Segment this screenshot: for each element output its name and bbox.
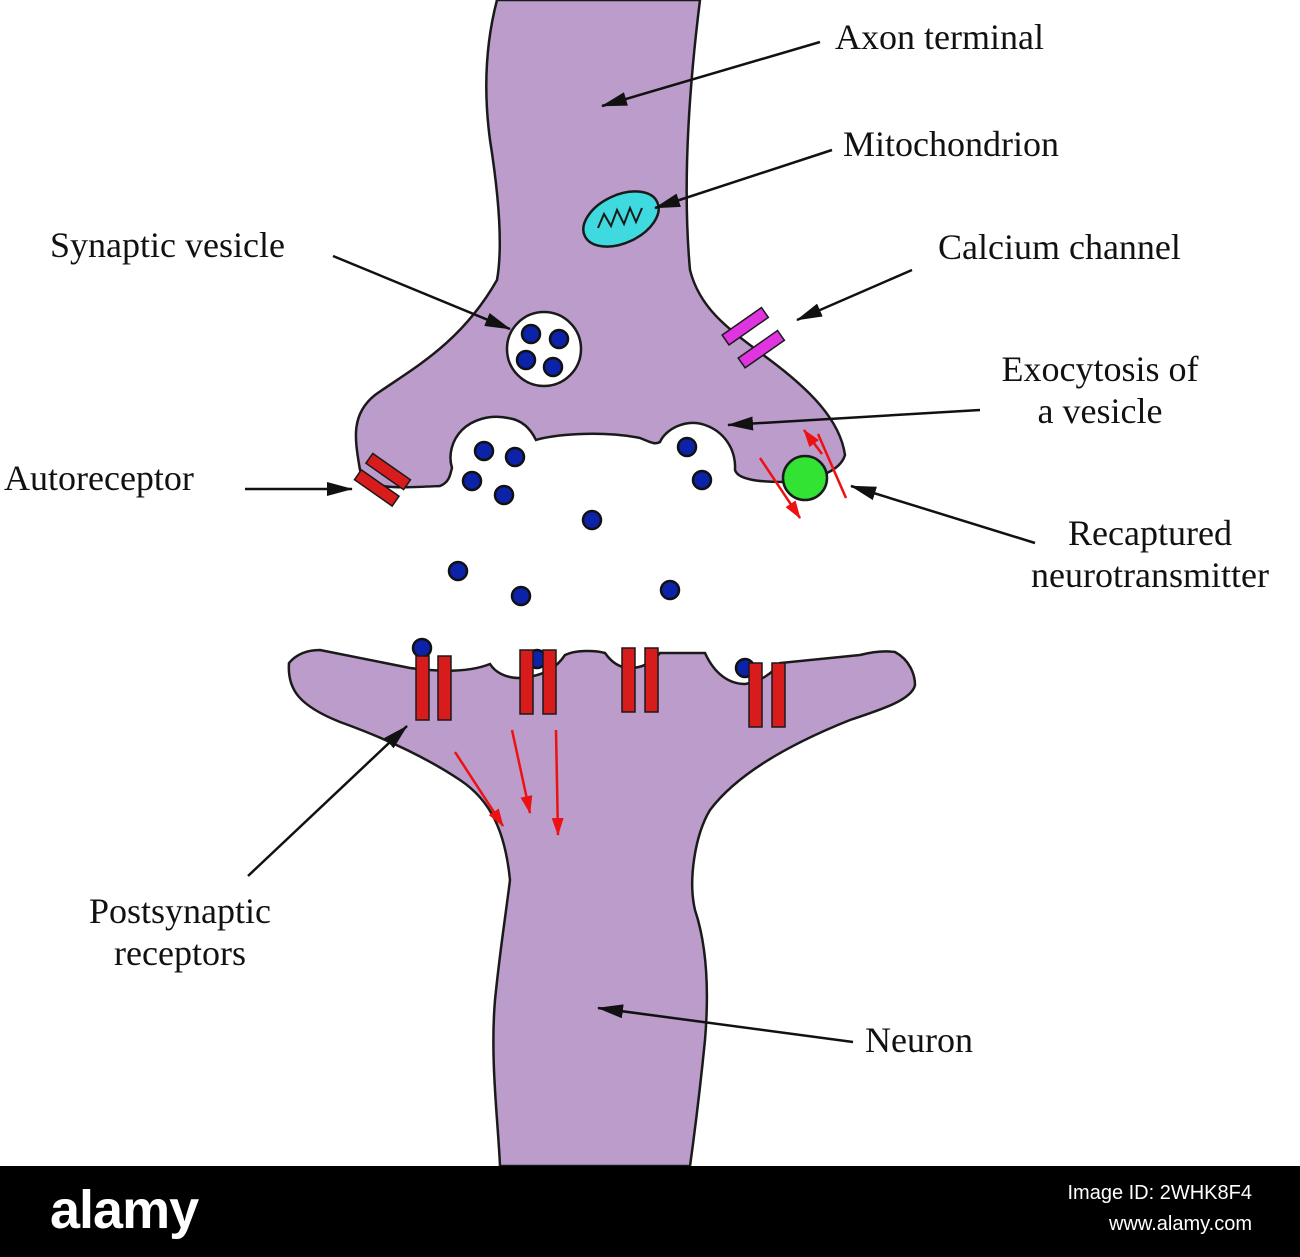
label-recaptured-line1: Recaptured [1068,513,1232,553]
synaptic-vesicle [505,310,583,388]
label-exocytosis-line2: a vesicle [1037,391,1163,431]
neurotransmitter [659,579,681,601]
pointer-axon-terminal [601,40,821,108]
signal-arrows [453,729,564,836]
pointer-postsynaptic-receptors [247,725,408,877]
label-mitochondrion: Mitochondrion [843,124,1059,164]
pointer-neuron [597,1004,854,1044]
label-pointers [245,40,1036,1044]
neurotransmitter [447,560,469,582]
postsynaptic-neuron [287,648,917,1166]
calcium-channel [721,306,786,369]
neurotransmitter [493,484,515,506]
image-id-text: Image ID: 2WHK8F4 [1067,1182,1252,1204]
pointer-recaptured [850,484,1036,545]
recaptured-neurotransmitter [758,429,848,519]
synapse-diagram [245,0,1036,1166]
neurotransmitter [581,509,603,531]
cleft-neurotransmitters [411,436,756,679]
label-exocytosis: Exocytosis of a vesicle [960,348,1240,432]
label-recaptured-line2: neurotransmitter [1031,555,1269,595]
autoreceptor [353,452,412,508]
label-axon-terminal: Axon terminal [835,17,1044,57]
stock-footer [0,1166,1300,1257]
neurotransmitter [691,469,713,491]
label-postsynaptic-line1: Postsynaptic [88,891,271,931]
neurotransmitter [548,328,570,350]
label-postsynaptic-receptors: Postsynaptic receptors [50,890,310,974]
neurotransmitter [542,356,564,378]
label-postsynaptic-line2: receptors [114,933,246,973]
label-neuron: Neuron [865,1020,973,1060]
pointer-mitochondrion [654,148,833,210]
postsynaptic-receptors [415,647,786,728]
label-calcium-channel: Calcium channel [938,227,1181,267]
neurotransmitter [473,440,495,462]
neurotransmitter [676,436,698,458]
pointer-synaptic-vesicle [332,254,511,331]
pointer-calcium-channel [796,268,913,322]
neurotransmitter [461,470,483,492]
pointer-exocytosis [727,408,981,431]
stock-url-text: www.alamy.com [1109,1213,1252,1235]
neurotransmitter [515,349,537,371]
brand-logo: alamy [50,1180,199,1240]
label-synaptic-vesicle: Synaptic vesicle [50,225,285,265]
label-recaptured: Recaptured neurotransmitter [1000,512,1300,596]
neurotransmitter [510,585,532,607]
label-autoreceptor: Autoreceptor [4,458,194,498]
neurotransmitter [520,323,542,345]
label-exocytosis-line1: Exocytosis of [1001,349,1199,389]
neurotransmitter [411,637,433,659]
neurotransmitter [504,446,526,468]
